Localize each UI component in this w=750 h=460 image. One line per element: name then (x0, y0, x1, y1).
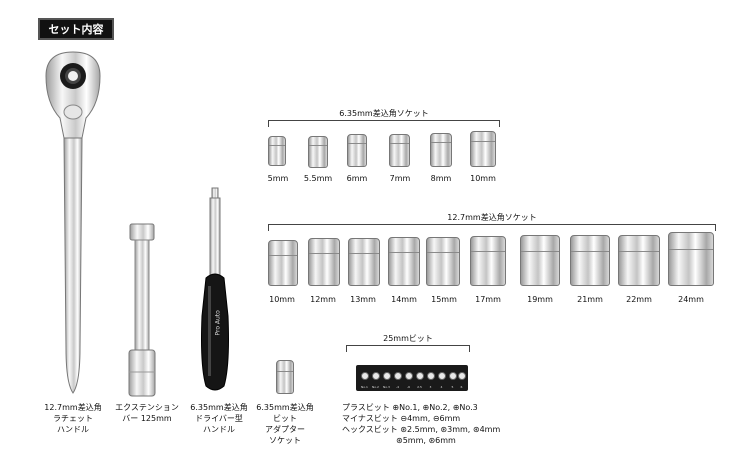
socket-12mm (308, 238, 340, 286)
bits-title: 25mmビット (383, 334, 433, 343)
driver-handle-image (201, 187, 229, 391)
socket-8mm (430, 133, 452, 167)
bit-7 (427, 372, 435, 380)
small-sockets-title: 6.35mm差込角ソケット (339, 109, 429, 118)
small-socket-label-3: 6mm (346, 174, 368, 183)
adapter-caption: 6.35mm差込角 ビット アダプター ソケット (256, 403, 314, 445)
ratchet-caption: 12.7mm差込角 ラチェット ハンドル (44, 403, 102, 434)
small-socket-label-5: 8mm (430, 174, 452, 183)
large-socket-label-6: 17mm (475, 295, 501, 304)
bit-2 (372, 372, 380, 380)
socket-22mm (618, 235, 660, 286)
small-socket-label-4: 7mm (389, 174, 411, 183)
socket-14mm (388, 237, 420, 286)
bit-label-9: 5 (451, 385, 454, 389)
ratchet-handle-image (45, 51, 101, 394)
bit-label-10: 6 (460, 385, 463, 389)
driver-brand-label: Pro Auto (214, 310, 222, 336)
bit-label-8: 4 (440, 385, 443, 389)
bit-label-3: No.3 (383, 385, 390, 389)
bit-label-2: No.2 (372, 385, 379, 389)
socket-17mm (470, 236, 506, 286)
bit-10 (458, 372, 466, 380)
socket-10mm-small (470, 131, 496, 167)
bits-spec-phillips: プラスビット ⊕No.1, ⊕No.2, ⊕No.3 (342, 403, 478, 412)
small-sockets-bracket (268, 120, 500, 127)
large-socket-label-3: 13mm (350, 295, 376, 304)
large-socket-label-5: 15mm (431, 295, 457, 304)
socket-6mm (347, 134, 367, 167)
bit-3 (383, 372, 391, 380)
large-socket-label-1: 10mm (269, 295, 295, 304)
bit-1 (361, 372, 369, 380)
bit-label-1: No.1 (361, 385, 368, 389)
small-socket-label-1: 5mm (267, 174, 289, 183)
small-socket-label-6: 10mm (470, 174, 496, 183)
bit-8 (438, 372, 446, 380)
large-sockets-bracket (268, 224, 716, 231)
large-socket-label-2: 12mm (310, 295, 336, 304)
large-socket-label-4: 14mm (391, 295, 417, 304)
bit-adapter-socket-image (276, 360, 294, 394)
bit-9 (449, 372, 457, 380)
socket-13mm (348, 238, 380, 286)
bit-label-6: 2.5 (417, 385, 422, 389)
socket-10mm-large (268, 240, 298, 286)
bit-label-4: -4 (396, 385, 399, 389)
bit-holder: No.1 No.2 No.3 -4 -6 2.5 3 4 5 6 (356, 365, 468, 391)
bit-4 (394, 372, 402, 380)
large-socket-label-8: 21mm (577, 295, 603, 304)
set-contents-badge: セット内容 (38, 18, 114, 40)
socket-5mm (268, 136, 286, 166)
large-sockets-title: 12.7mm差込角ソケット (447, 213, 537, 222)
large-socket-label-9: 22mm (626, 295, 652, 304)
bit-5 (405, 372, 413, 380)
bits-spec-hex: ヘックスビット ⊛2.5mm, ⊛3mm, ⊛4mm (342, 425, 501, 434)
extension-bar-image (128, 223, 156, 397)
bits-spec-hex-cont: ⊛5mm, ⊛6mm (396, 436, 456, 445)
socket-7mm (389, 134, 410, 167)
bit-label-5: -6 (407, 385, 410, 389)
socket-19mm (520, 235, 560, 286)
socket-15mm (426, 237, 460, 286)
large-socket-label-7: 19mm (527, 295, 553, 304)
bit-6 (416, 372, 424, 380)
bits-spec-slotted: マイナスビット ⊖4mm, ⊖6mm (342, 414, 461, 423)
bit-label-7: 3 (429, 385, 432, 389)
set-contents-label: セット内容 (48, 23, 104, 36)
extension-caption: エクステンション バー 125mm (115, 403, 179, 423)
socket-5-5mm (308, 136, 328, 168)
bits-bracket (346, 345, 470, 352)
large-socket-label-10: 24mm (678, 295, 704, 304)
socket-24mm (668, 232, 714, 286)
small-socket-label-2: 5.5mm (303, 174, 333, 183)
socket-21mm (570, 235, 610, 286)
driver-caption: 6.35mm差込角 ドライバー型 ハンドル (190, 403, 248, 434)
